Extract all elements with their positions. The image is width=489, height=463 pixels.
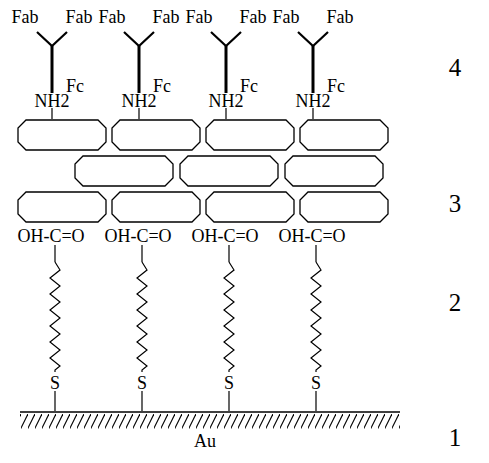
antibody-fc-stem — [138, 46, 141, 93]
fab-label: Fab — [327, 8, 354, 26]
fab-label: Fab — [273, 8, 300, 26]
alkyl-chain — [224, 262, 234, 372]
callout-number: 4 — [449, 55, 462, 80]
sulfur-label: S — [50, 374, 60, 392]
amine-label: NH2 — [35, 92, 70, 110]
callout-number: 2 — [449, 290, 462, 315]
gold-hatching — [20, 412, 400, 429]
sulfur-label: S — [311, 374, 321, 392]
amine-label: NH2 — [209, 92, 244, 110]
antibody-fab-arms — [211, 32, 241, 46]
fab-label: Fab — [66, 8, 93, 26]
callout-number: 3 — [449, 191, 462, 216]
protein-molecule — [18, 120, 106, 150]
protein-molecule — [180, 156, 278, 186]
antibody-fab-arms — [37, 32, 67, 46]
amine-label: NH2 — [296, 92, 331, 110]
antibody-fab-arms — [124, 32, 154, 46]
antibody-fc-stem — [312, 46, 315, 93]
antibody-fc-stem — [225, 46, 228, 93]
protein-molecule — [300, 192, 388, 222]
sulfur-label: S — [137, 374, 147, 392]
thiol-bond — [228, 391, 229, 411]
antibody-fc-stem — [51, 46, 54, 93]
fab-label: Fab — [240, 8, 267, 26]
carboxyl-bond — [141, 245, 142, 262]
alkyl-chain — [311, 262, 321, 372]
carboxyl-label: OH-C=O — [104, 227, 171, 245]
gold-surface — [20, 411, 400, 413]
fab-label: Fab — [99, 8, 126, 26]
protein-molecule — [18, 192, 106, 222]
protein-molecule — [300, 120, 388, 150]
carboxyl-bond — [54, 245, 55, 262]
thiol-bond — [141, 391, 142, 411]
amine-label: NH2 — [122, 92, 157, 110]
fab-label: Fab — [12, 8, 39, 26]
thiol-bond — [54, 391, 55, 411]
carboxyl-label: OH-C=O — [278, 227, 345, 245]
alkyl-chain — [50, 262, 60, 372]
protein-molecule — [75, 156, 173, 186]
protein-molecule — [112, 192, 200, 222]
fab-label: Fab — [153, 8, 180, 26]
gold-label: Au — [194, 432, 216, 450]
antibody-fab-arms — [298, 32, 328, 46]
carboxyl-label: OH-C=O — [191, 227, 258, 245]
sulfur-label: S — [224, 374, 234, 392]
protein-molecule — [206, 192, 294, 222]
fab-label: Fab — [186, 8, 213, 26]
protein-molecule — [112, 120, 200, 150]
protein-molecule — [285, 156, 383, 186]
carboxyl-bond — [315, 245, 316, 262]
carboxyl-label: OH-C=O — [17, 227, 84, 245]
callout-number: 1 — [449, 425, 462, 450]
protein-molecule — [206, 120, 294, 150]
carboxyl-bond — [228, 245, 229, 262]
thiol-bond — [315, 391, 316, 411]
alkyl-chain — [137, 262, 147, 372]
